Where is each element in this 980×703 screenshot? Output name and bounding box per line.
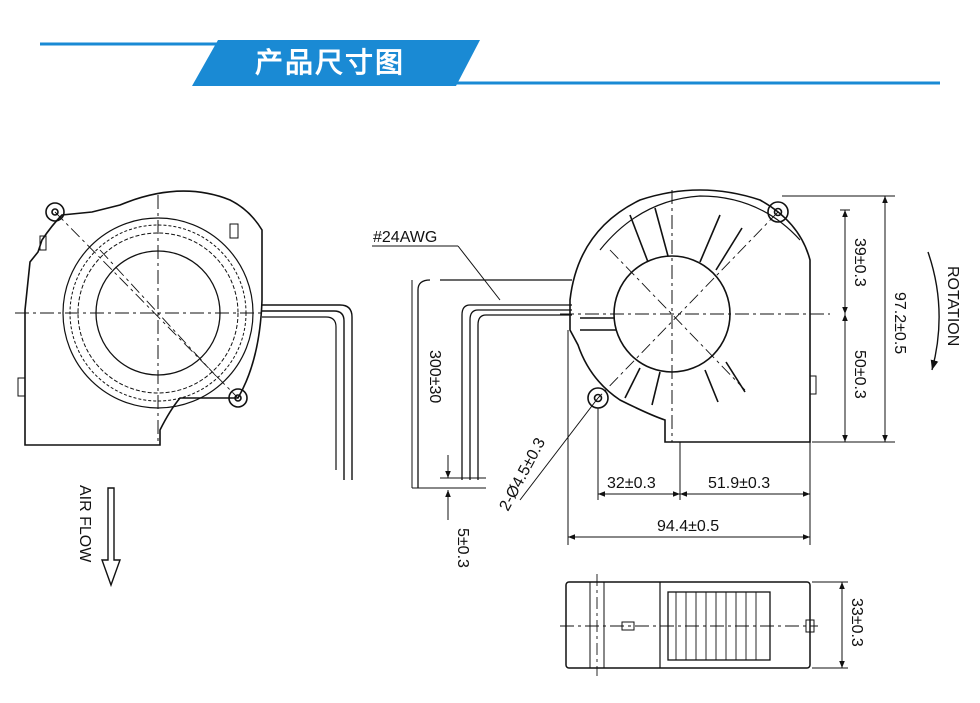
rotation-arrow-icon bbox=[927, 251, 940, 371]
back-view-dimensions bbox=[519, 195, 895, 545]
banner-graphic bbox=[40, 40, 940, 86]
hole-diameter-dim: 2-Ø4.5±0.3 bbox=[497, 435, 550, 514]
blower-side-view bbox=[560, 574, 848, 676]
air-flow-indicator: AIR FLOW bbox=[76, 485, 121, 588]
wire-length-dim: 300±30 bbox=[426, 350, 443, 403]
dim-94-4: 94.4±0.5 bbox=[657, 518, 719, 535]
dim-33: 33±0.3 bbox=[848, 598, 865, 647]
wire-detail bbox=[372, 245, 572, 520]
blower-back-view bbox=[560, 189, 830, 443]
air-flow-label: AIR FLOW bbox=[76, 485, 93, 563]
wire-gauge-label: #24AWG bbox=[373, 229, 437, 246]
dim-39: 39±0.3 bbox=[851, 238, 868, 287]
wire-strip-dim: 5±0.3 bbox=[454, 528, 471, 568]
air-flow-arrow-icon bbox=[101, 487, 121, 588]
page-title: 产品尺寸图 bbox=[254, 46, 405, 79]
dim-32: 32±0.3 bbox=[607, 475, 656, 492]
header-banner: 产品尺寸图 bbox=[0, 0, 980, 100]
blower-front-view bbox=[15, 190, 353, 480]
dim-51-9: 51.9±0.3 bbox=[708, 475, 770, 492]
rotation-label: ROTATION bbox=[944, 266, 961, 346]
dim-50: 50±0.3 bbox=[851, 350, 868, 399]
dim-97-2: 97.2±0.5 bbox=[891, 292, 908, 354]
rotation-indicator: ROTATION bbox=[927, 251, 961, 371]
